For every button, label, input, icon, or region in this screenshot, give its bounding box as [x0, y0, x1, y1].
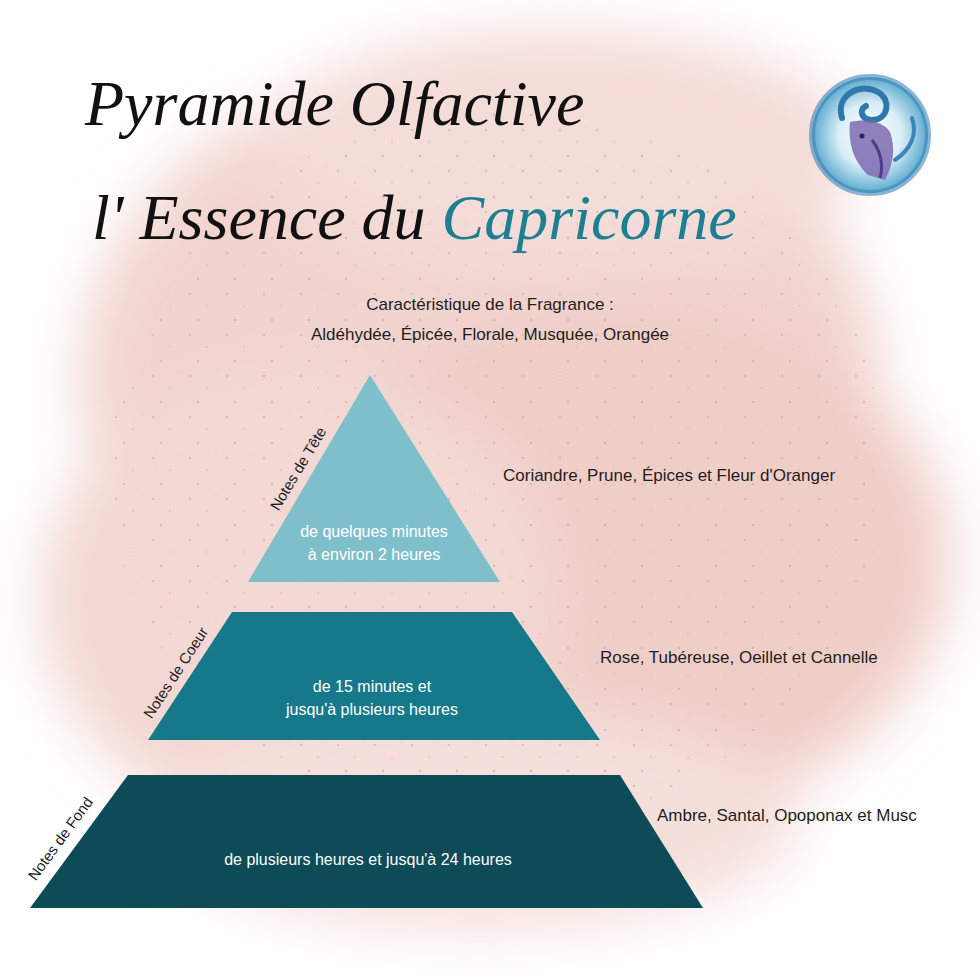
characteristic-list: Aldéhydée, Épicée, Florale, Musquée, Ora…: [311, 325, 669, 345]
title: Pyramide Olfactive: [85, 72, 584, 136]
heart-notes-list: Rose, Tubéreuse, Oeillet et Cannelle: [600, 648, 878, 668]
base-notes-list: Ambre, Santal, Opoponax et Musc: [657, 806, 917, 826]
band-fill: [148, 612, 600, 740]
band-duration: de plusieurs heures et jusqu'à 24 heures: [218, 848, 518, 871]
characteristic-heading: Caractéristique de la Fragrance :: [366, 295, 614, 315]
subtitle: l' Essence du: [92, 186, 426, 250]
band-duration: de quelques minutes à environ 2 heures: [292, 520, 457, 566]
heart-notes-band: Notes de Coeurde 15 minutes et jusqu'à p…: [148, 612, 600, 740]
band-shape: [148, 612, 600, 740]
band-fill: [248, 375, 500, 582]
band-duration: de 15 minutes et jusqu'à plusieurs heure…: [242, 675, 502, 721]
base-notes-band: Notes de Fondde plusieurs heures et jusq…: [30, 775, 703, 908]
subtitle-highlight: Capricorne: [442, 186, 737, 250]
band-shape: [30, 775, 703, 908]
top-notes-band: Notes de Têtede quelques minutes à envir…: [248, 375, 500, 582]
top-notes-list: Coriandre, Prune, Épices et Fleur d'Oran…: [503, 466, 835, 486]
band-fill: [30, 775, 703, 908]
